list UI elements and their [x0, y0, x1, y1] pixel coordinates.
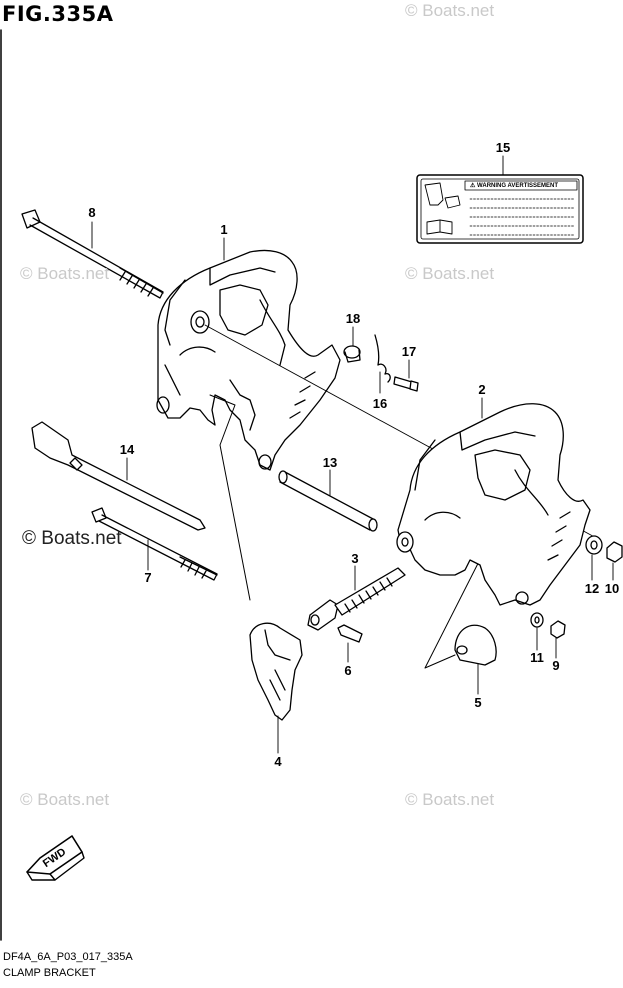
part-12-washer — [585, 535, 603, 555]
part-18-collar — [343, 345, 361, 363]
part-14-tilt-rod — [31, 421, 206, 531]
callout-10: 10 — [604, 581, 620, 596]
part-17-screw — [393, 376, 419, 392]
leader-zigzag-left — [209, 394, 251, 601]
part-10-nut — [606, 541, 623, 563]
part-5-pad — [454, 624, 497, 666]
watermark: © Boats.net — [20, 264, 110, 283]
part-16-spring — [374, 334, 391, 383]
callout-8: 8 — [88, 205, 96, 220]
callout-16: 16 — [372, 396, 388, 411]
watermark: © Boats.net — [405, 264, 495, 283]
part-2-clamp-bracket — [396, 403, 591, 606]
fwd-badge — [26, 835, 85, 881]
callout-7: 7 — [144, 570, 152, 585]
figure-title: FIG.335A — [2, 2, 114, 26]
callout-14: 14 — [119, 442, 135, 457]
part-13-pin — [278, 470, 378, 532]
figure-name: CLAMP BRACKET — [3, 967, 96, 979]
watermark: © Boats.net — [20, 790, 110, 809]
figure-code: DF4A_6A_P03_017_335A — [3, 951, 133, 963]
callout-12: 12 — [584, 581, 600, 596]
part-1-clamp-bracket — [156, 249, 341, 471]
part-15-warning-label — [416, 174, 584, 244]
callout-4: 4 — [274, 754, 282, 769]
watermark: © Boats.net — [22, 528, 122, 549]
part-8-bolt — [21, 209, 164, 299]
callout-6: 6 — [344, 663, 352, 678]
callout-5: 5 — [474, 695, 482, 710]
warning-label-heading: ⚠ WARNING AVERTISSEMENT — [470, 183, 559, 189]
callout-leaders — [91, 155, 614, 754]
part-3-thumb-screw — [307, 567, 406, 631]
part-9-nut — [550, 620, 566, 639]
callout-9: 9 — [552, 658, 560, 673]
callout-15: 15 — [495, 140, 511, 155]
watermark: © Boats.net — [405, 790, 495, 809]
watermark: © Boats.net — [405, 1, 495, 20]
part-6-key — [337, 624, 363, 643]
callout-18: 18 — [345, 311, 361, 326]
part-4-handle — [249, 622, 303, 721]
part-11-washer — [530, 612, 544, 628]
callout-11: 11 — [530, 650, 544, 665]
callout-2: 2 — [478, 382, 486, 397]
callout-1: 1 — [220, 222, 228, 237]
callout-3: 3 — [351, 551, 359, 566]
part-7-bolt — [91, 507, 218, 581]
callout-17: 17 — [401, 344, 417, 359]
leader-zigzag-right — [424, 519, 501, 669]
callout-13: 13 — [322, 455, 338, 470]
